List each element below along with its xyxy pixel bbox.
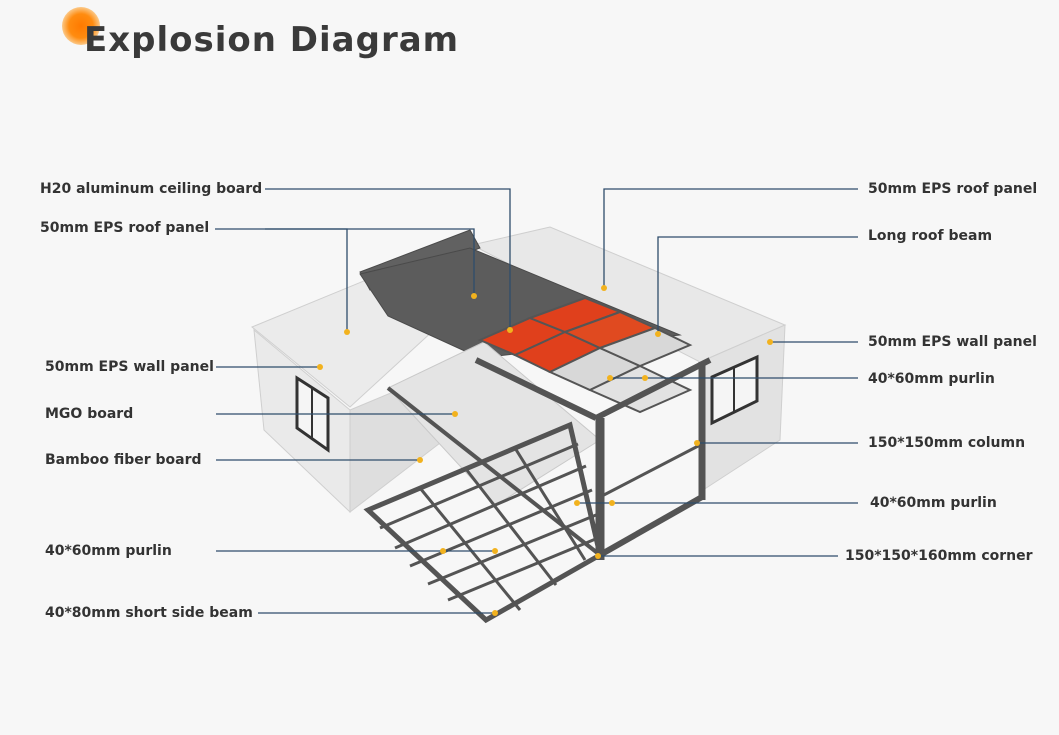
bottom-side-beam [598,494,704,558]
label-corner: 150*150*160mm corner [845,548,1033,564]
front-roof-beam [474,357,598,421]
mid-side-purlin [599,442,703,499]
label-left-wall-panel: 50mm EPS wall panel [45,359,214,375]
sun-logo-icon [62,7,100,45]
floor-purlin-5 [447,536,599,602]
label-h20-ceiling-board: H20 aluminum ceiling board [40,181,263,197]
label-left-purlin: 40*60mm purlin [45,543,172,559]
label-left-roof-panel: 50mm EPS roof panel [40,220,210,236]
label-right-purlin-upper: 40*60mm purlin [868,371,995,387]
floor-purlin-3 [409,488,593,568]
floor-joist-1 [418,487,522,611]
label-long-roof-beam: Long roof beam [868,228,993,244]
marker-dots [317,285,773,616]
label-short-side-beam: 40*80mm short side beam [45,605,253,621]
label-mgo-board: MGO board [45,406,134,422]
floor-joist-2 [464,468,558,586]
label-right-wall-panel: 50mm EPS wall panel [868,334,1037,350]
label-bamboo-fiber-board: Bamboo fiber board [45,452,202,468]
label-right-purlin-lower: 40*60mm purlin [870,495,997,511]
floor-purlin-2 [394,464,587,550]
label-column: 150*150mm column [868,435,1026,451]
left-leader-lines [215,188,511,614]
floor-purlin-4 [427,513,597,586]
label-right-roof-panel: 50mm EPS roof panel [868,181,1038,197]
floor-joist-3 [513,447,587,561]
short-roof-beam [594,357,712,421]
page-title: Explosion Diagram [84,20,460,60]
ceiling-tile-grey-2 [597,326,693,368]
right-leader-lines [577,188,858,557]
